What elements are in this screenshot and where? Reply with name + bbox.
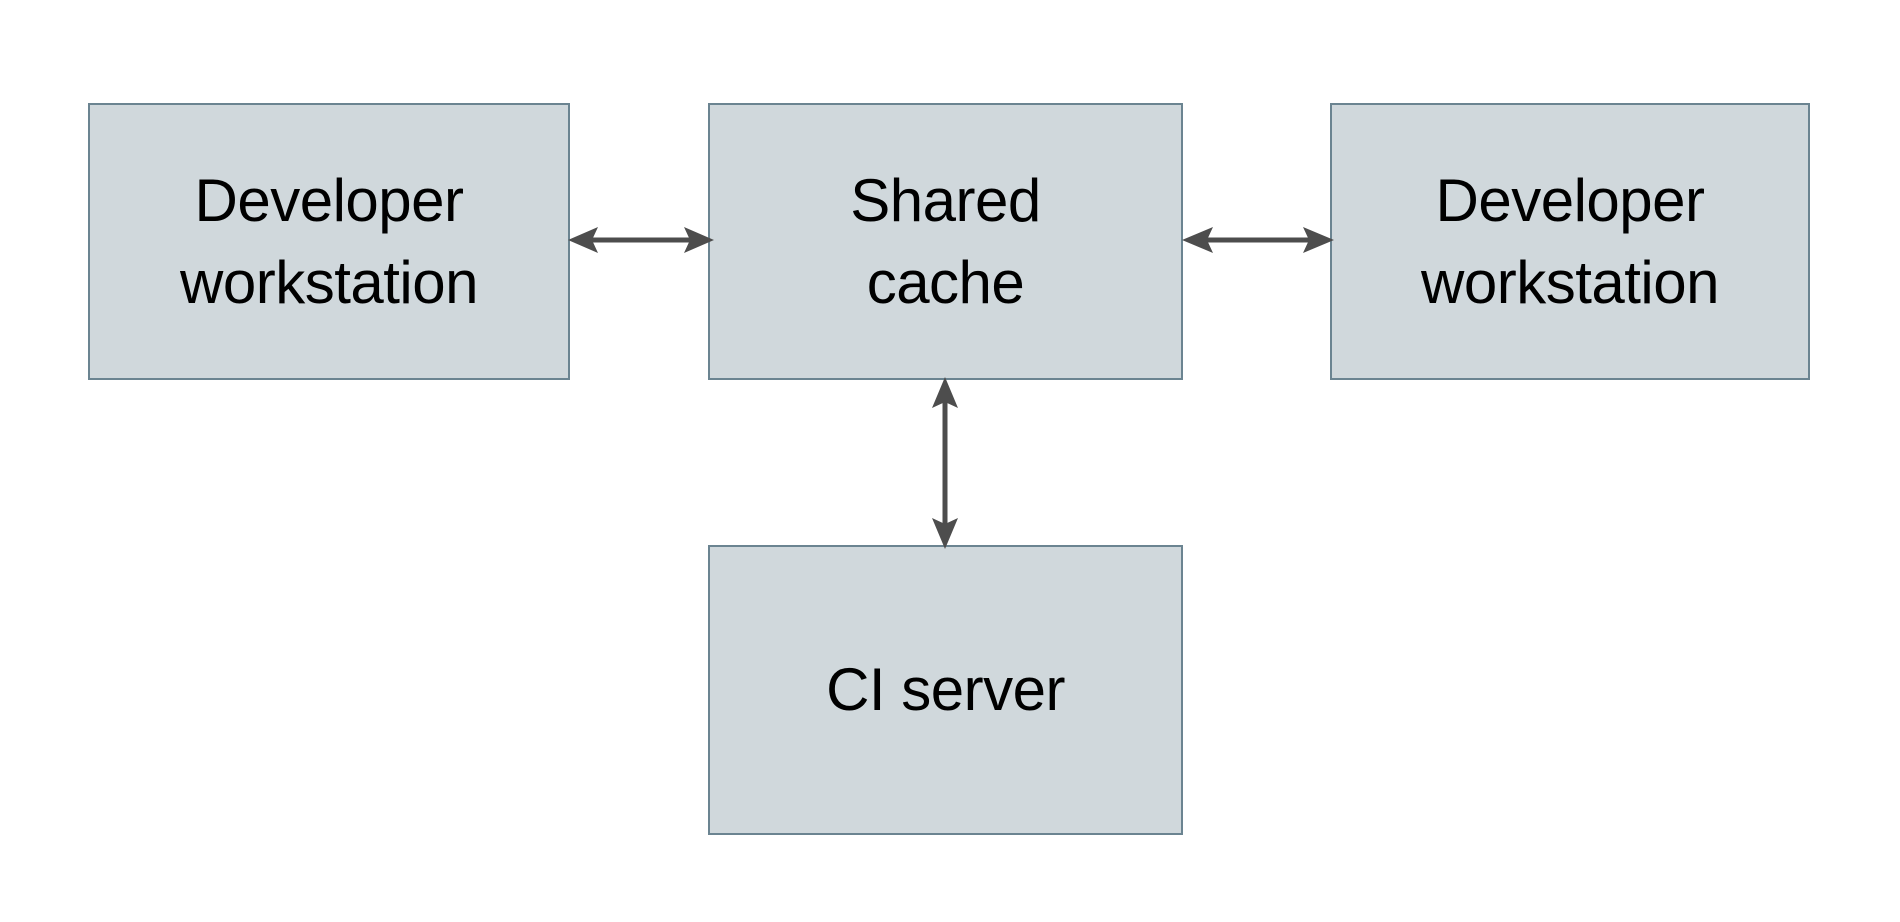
node-shared-cache[interactable]: Shared cache bbox=[708, 103, 1183, 380]
node-label: CI server bbox=[826, 656, 1065, 724]
node-developer-workstation-right[interactable]: Developer workstation bbox=[1330, 103, 1810, 380]
node-label: Developer workstation bbox=[1421, 166, 1719, 316]
edge-shared-cache-to-developer-right bbox=[1182, 227, 1334, 253]
node-ci-server[interactable]: CI server bbox=[708, 545, 1183, 835]
edge-shared-cache-to-ci-server bbox=[932, 377, 958, 549]
edge-developer-left-to-shared-cache bbox=[568, 227, 714, 253]
node-label: Shared cache bbox=[850, 166, 1041, 316]
node-label: Developer workstation bbox=[180, 166, 478, 316]
node-developer-workstation-left[interactable]: Developer workstation bbox=[88, 103, 570, 380]
